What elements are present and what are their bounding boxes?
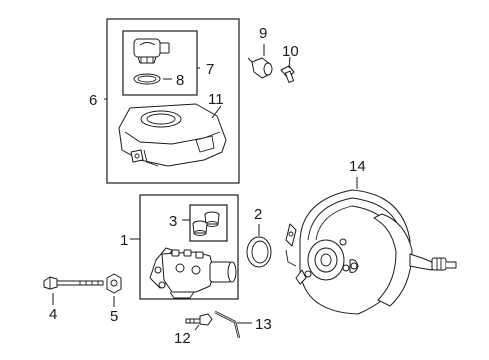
reservoir-cap-part [133, 38, 170, 64]
cap-group-box [122, 30, 198, 96]
callout-13: 13 [255, 316, 272, 333]
sensor-screw-part [280, 65, 295, 83]
callout-10: 10 [282, 43, 299, 60]
master-cylinder-part [149, 247, 237, 299]
vacuum-seal-ring-part [246, 236, 272, 268]
mounting-bolt-part [43, 276, 104, 290]
fluid-reservoir-part [118, 103, 227, 167]
callout-3: 3 [169, 213, 177, 230]
callout-2: 2 [254, 206, 262, 223]
callout-8: 8 [176, 72, 184, 89]
callout-14: 14 [349, 158, 366, 175]
o-ring-part [133, 73, 161, 85]
master-cylinder-group-box [139, 194, 239, 300]
seal-group-box [189, 204, 228, 242]
callout-11: 11 [208, 91, 224, 108]
grommet-seals-part [192, 211, 220, 236]
brake-booster-part [285, 189, 457, 315]
callout-9: 9 [259, 25, 267, 42]
nut-part [106, 273, 122, 294]
callout-5: 5 [110, 308, 118, 325]
callout-6: 6 [89, 92, 97, 109]
reservoir-group-box [106, 18, 240, 184]
vacuum-hose-part [214, 310, 241, 339]
callout-7: 7 [206, 61, 214, 78]
callout-4: 4 [49, 306, 57, 323]
vacuum-sensor-part [247, 57, 273, 79]
callout-1: 1 [120, 232, 128, 249]
hose-screw-part [185, 313, 213, 326]
leader-lines [52, 44, 358, 331]
callout-12: 12 [174, 330, 191, 347]
